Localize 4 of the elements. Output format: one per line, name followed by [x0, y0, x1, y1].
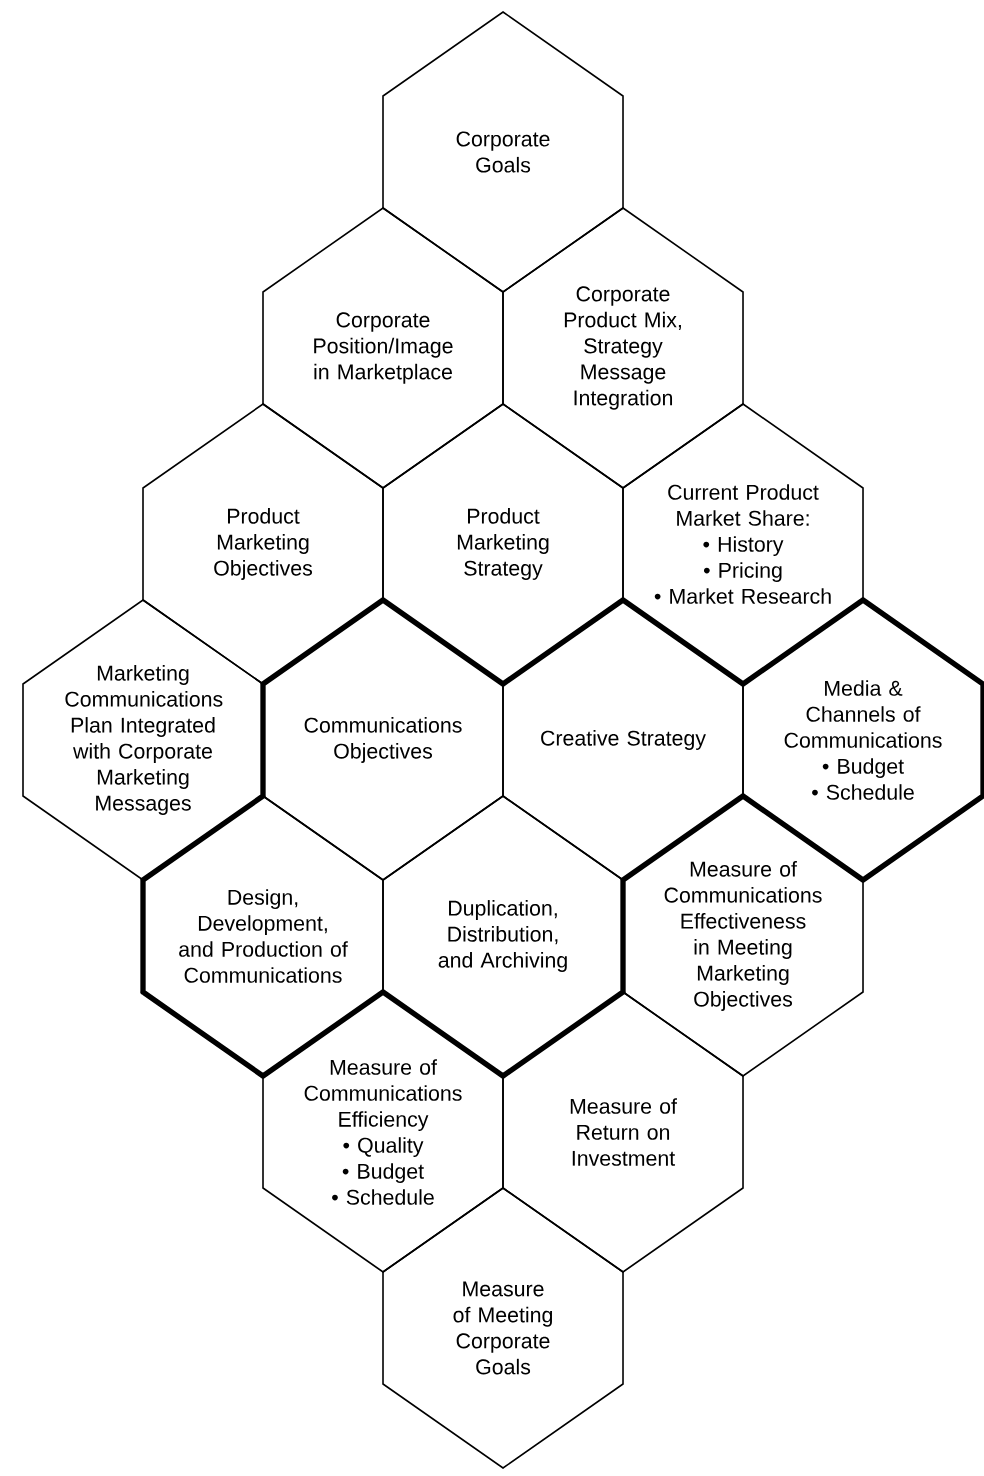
hexagon-cell: Measure of Communications Efficiency • Quality • Budget • Schedule	[262, 991, 504, 1273]
hexagon-cell: Corporate Position/Image in Marketplace	[262, 207, 504, 489]
hexagon-cell: Marketing Communications Plan Integrated with Corporate Marketing Messages	[22, 599, 264, 881]
node-label: Communications Objectives	[304, 717, 462, 763]
